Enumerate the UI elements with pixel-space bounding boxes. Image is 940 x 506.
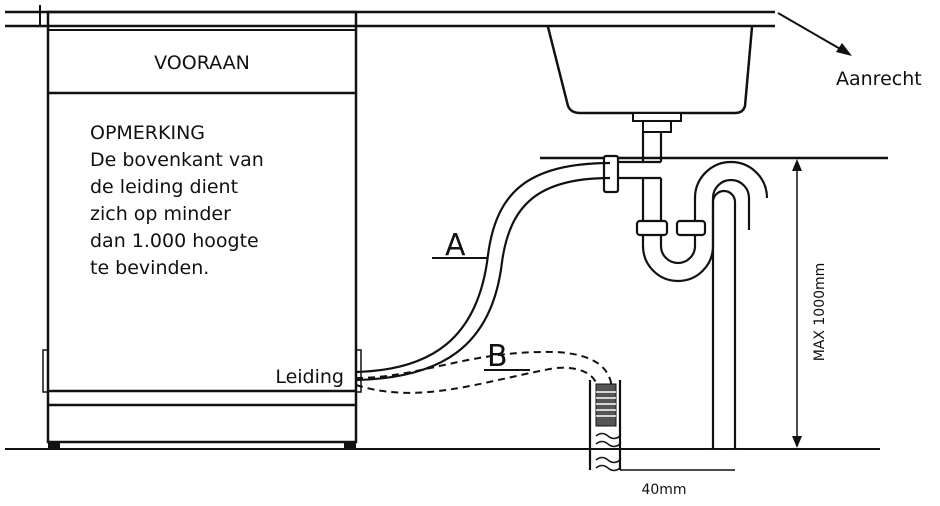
note-line: te bevinden. (90, 257, 209, 279)
note-line: De bovenkant van (90, 149, 264, 171)
standpipe-width-label: 40mm (641, 482, 686, 498)
counter-label: Aanrecht (836, 68, 922, 90)
dishwasher-body (42, 10, 362, 444)
note-line: de leiding dient (90, 176, 238, 198)
max-height-label: MAX 1000mm (812, 263, 828, 362)
drain-hose-b (355, 350, 613, 394)
hose-a-label: A (445, 228, 466, 263)
note-line: dan 1.000 hoogte (90, 230, 259, 252)
dishwasher-feet (48, 442, 356, 449)
note-text: OPMERKING De bovenkant van de leiding di… (90, 122, 264, 279)
hose-connector (602, 154, 661, 194)
standpipe (711, 189, 737, 449)
note-line: zich op minder (90, 203, 231, 225)
sink-basin (546, 26, 754, 115)
max-height-arrows (792, 159, 802, 448)
note-line: OPMERKING (90, 122, 205, 144)
sink-drain-fitting (632, 112, 682, 133)
floor-drain-standpipe (588, 380, 622, 472)
front-label: VOORAAN (154, 52, 250, 74)
counter-pointer-arrow (777, 12, 852, 56)
hose-b-label: B (487, 339, 508, 374)
drain-pipe (641, 132, 663, 222)
p-trap (635, 160, 769, 283)
countertop (5, 5, 775, 28)
hose-label: Leiding (275, 366, 344, 388)
drain-hose-a (355, 161, 611, 382)
